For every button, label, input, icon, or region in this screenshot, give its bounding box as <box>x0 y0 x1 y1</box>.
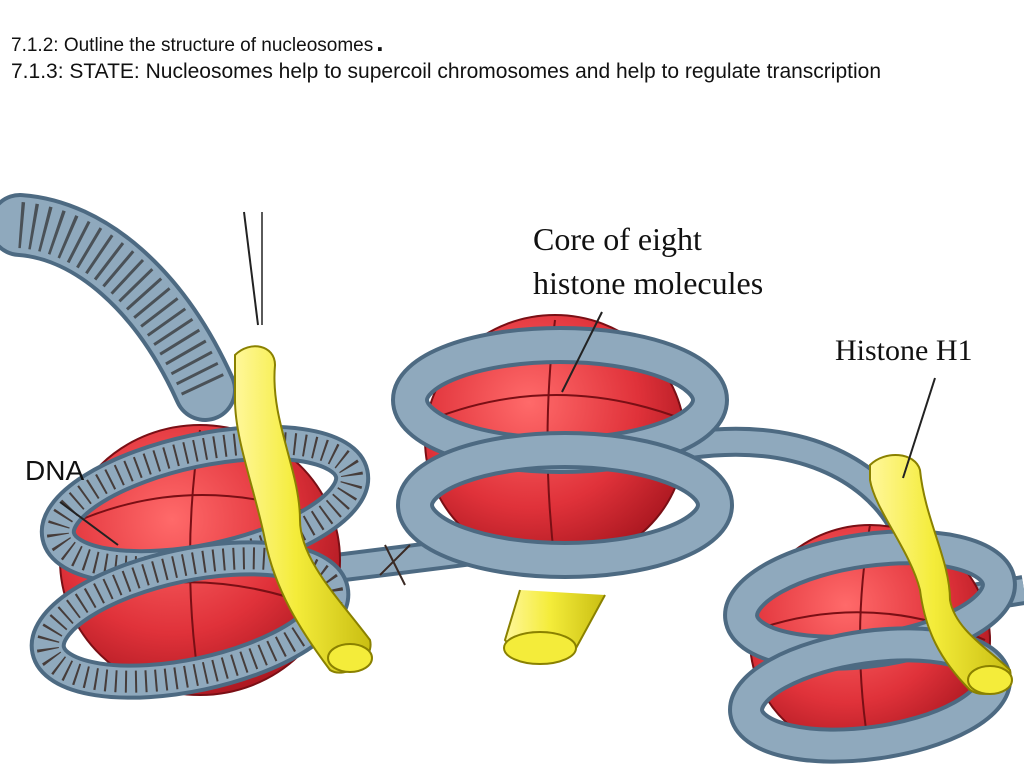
leader-lines <box>59 211 936 546</box>
objective-bullet-dot: . <box>376 27 384 57</box>
supercoiled-fiber <box>0 193 237 422</box>
objective-7-1-2-text: 7.1.2: Outline the structure of nucleoso… <box>11 35 374 56</box>
nucleosome-left <box>29 424 371 700</box>
label-histone-h1: Histone H1 <box>835 334 973 367</box>
histone-h1-left <box>234 345 373 674</box>
dna-leader-line <box>59 501 119 546</box>
nucleosome-middle <box>391 314 734 665</box>
core-leader-line <box>561 311 603 393</box>
label-core-line1: Core of eight <box>533 221 702 257</box>
objective-7-1-3: 7.1.3: STATE: Nucleosomes help to superc… <box>11 60 881 83</box>
label-core-line2: histone molecules <box>533 265 763 301</box>
objective-7-1-2: 7.1.2: Outline the structure of nucleoso… <box>11 27 384 58</box>
h1-leader-line <box>902 377 936 479</box>
histone-h1-right <box>869 453 1013 695</box>
label-dna: DNA <box>25 455 84 486</box>
